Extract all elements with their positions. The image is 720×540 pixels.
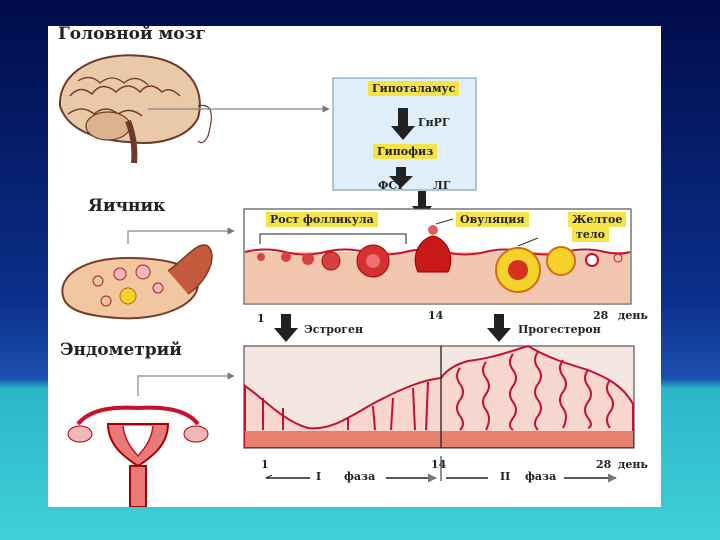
chart-day-14: 14 <box>431 458 446 471</box>
chart-day-28: 28 <box>596 458 611 471</box>
chart-day-1: 1 <box>261 458 269 471</box>
corpus-luteum-label-1: Желтое <box>568 212 626 227</box>
ovary-day-14: 14 <box>428 309 443 322</box>
gnrg-label: ГнРГ <box>418 116 450 129</box>
ovary-label: Яичник <box>88 196 165 216</box>
corpus-luteum-label-2: тело <box>572 227 609 242</box>
fsg-label: ФСГ <box>378 179 405 192</box>
chart-day-unit: день <box>618 458 648 471</box>
diagram-graphics <box>48 26 661 507</box>
hypothalamus-label: Гипоталамус <box>368 81 459 96</box>
phase-1-number: I <box>316 470 321 483</box>
phase-2-word: фаза <box>525 470 556 483</box>
ovary-illustration <box>62 245 212 318</box>
endometrium-label: Эндометрий <box>60 340 182 360</box>
ovary-day-unit: день <box>618 309 648 322</box>
uterus-illustration <box>68 408 208 507</box>
ovulation-label: Овуляция <box>456 212 529 227</box>
phase-2-number: II <box>500 470 510 483</box>
pituitary-label: Гипофиз <box>373 144 437 159</box>
phase-1-word: фаза <box>344 470 375 483</box>
lg-label: ЛГ <box>433 179 450 192</box>
follicle-growth-label: Рост фолликула <box>266 212 378 227</box>
diagram-panel: Головной мозг Гипоталамус ГнРГ Гипофиз Ф… <box>48 26 661 507</box>
estrogen-label: Эстроген <box>304 323 363 336</box>
progesterone-label: Прогестерон <box>518 323 601 336</box>
brain-label: Головной мозг <box>58 26 206 44</box>
ovary-day-28: 28 <box>593 309 608 322</box>
ovary-day-1: 1 <box>257 312 265 325</box>
